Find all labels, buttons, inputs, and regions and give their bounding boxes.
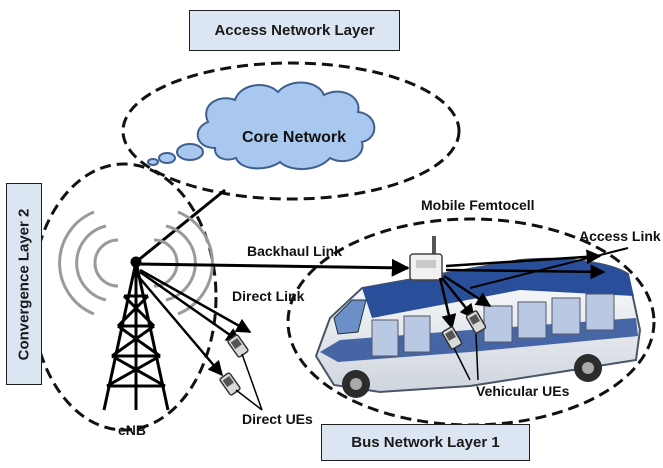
mobile-femtocell-device-icon: [409, 236, 443, 281]
direct-link-arrow-2: [139, 270, 242, 344]
access-link-pointer: [469, 247, 629, 289]
direct-ues-pointer: [241, 353, 263, 411]
access-link-arrow-1: [445, 249, 602, 268]
vehicular-ues-pointer: [453, 347, 471, 381]
femto-ue-arrow-2: [441, 277, 475, 320]
access-link-label: Access Link: [579, 228, 661, 244]
direct-link-label: Direct Link: [232, 288, 305, 304]
femto-ue-arrow-1: [438, 277, 457, 330]
vehicular-ues-pointer: [475, 333, 479, 381]
core-network-label: Core Network: [242, 129, 347, 146]
convergence-layer-label: Convergence Layer 2: [15, 208, 33, 360]
backhaul-link-arrow: [137, 258, 410, 277]
direct-ue-phone-icon: [219, 372, 241, 396]
core-network-cloud: [147, 81, 376, 170]
access-network-region: [121, 61, 461, 201]
enb-label: eNB: [118, 422, 147, 438]
femto-ue-arrow-3: [443, 274, 492, 308]
direct-link-arrow-3: [137, 275, 223, 377]
access-link-arrow-2: [445, 264, 606, 280]
direct-ue-phone-icon: [227, 334, 249, 358]
access-network-layer-box: Access Network Layer: [189, 10, 400, 51]
direct-link-arrow-1: [139, 268, 252, 334]
convergence-region: [30, 162, 218, 432]
enb-tower-icon: [102, 256, 170, 411]
bus-network-layer-label: Bus Network Layer 1: [351, 434, 500, 451]
vehicular-ue-phone-icon: [441, 326, 463, 350]
mobile-femtocell-label: Mobile Femtocell: [421, 197, 535, 213]
bus-network-layer-box: Bus Network Layer 1: [321, 424, 530, 461]
direct-ues-pointer: [235, 389, 263, 411]
enb-core-link: [135, 188, 226, 264]
convergence-layer-box: Convergence Layer 2: [6, 183, 42, 385]
direct-ues-label: Direct UEs: [242, 411, 313, 427]
vehicular-ues-label: Vehicular UEs: [476, 383, 570, 399]
vehicular-ue-phone-icon: [465, 310, 487, 334]
backhaul-link-label: Backhaul Link: [247, 243, 342, 259]
access-network-layer-label: Access Network Layer: [214, 22, 375, 39]
